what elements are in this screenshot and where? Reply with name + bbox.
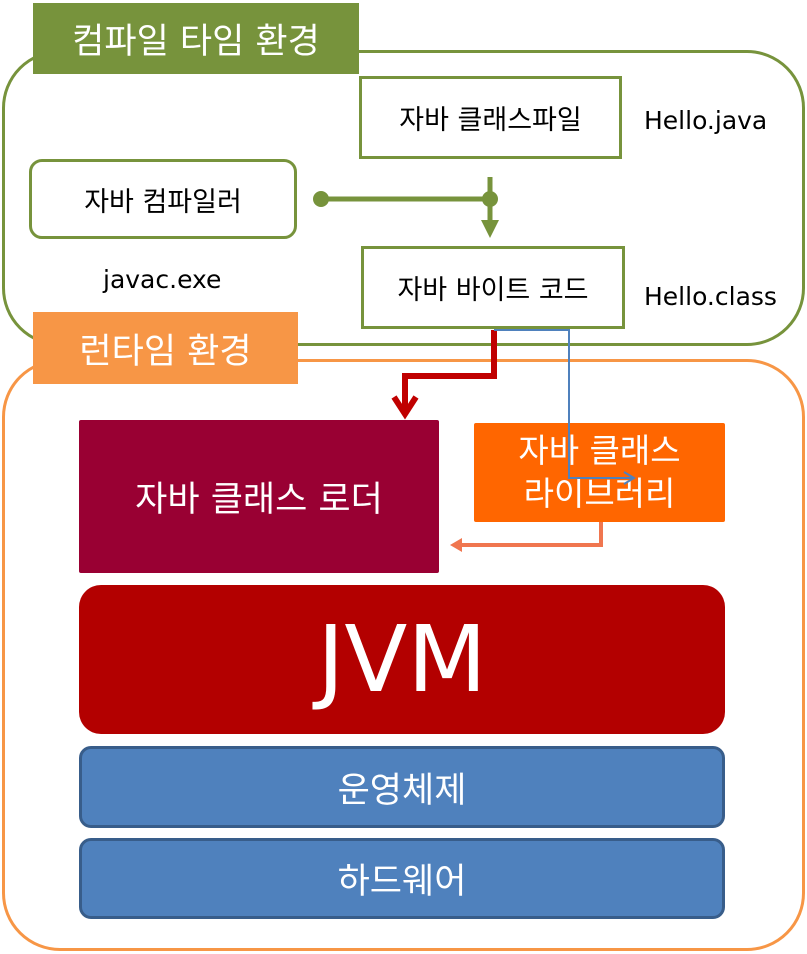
java-bytecode-box: 자바 바이트 코드	[361, 246, 625, 329]
java-compiler-box: 자바 컴파일러	[29, 159, 297, 239]
class-library-box: 자바 클래스 라이브러리	[474, 423, 725, 522]
bytecode-to-library-arrow	[494, 329, 632, 479]
runtime-region	[2, 359, 805, 951]
operating-system-box: 운영체제	[79, 746, 725, 828]
compile-time-region	[2, 50, 805, 346]
class-loader-box: 자바 클래스 로더	[79, 420, 439, 573]
java-source-file-box: 자바 클래스파일	[359, 76, 622, 159]
hello-java-caption: Hello.java	[644, 106, 768, 135]
library-to-loader-arrow-head	[450, 538, 462, 552]
jvm-box: JVM	[79, 585, 725, 734]
compile-down-arrow-head	[481, 220, 499, 238]
javac-exe-caption: javac.exe	[103, 265, 222, 294]
runtime-title: 런타임 환경	[33, 312, 298, 384]
library-to-loader-arrow	[460, 522, 603, 547]
hardware-box: 하드웨어	[79, 838, 725, 919]
hello-class-caption: Hello.class	[644, 282, 777, 311]
bytecode-to-library-arrow-head	[623, 471, 636, 485]
bytecode-to-loader-arrow	[402, 330, 497, 410]
compile-time-title: 컴파일 타임 환경	[33, 3, 359, 74]
class-library-line2: 라이브러리	[523, 473, 676, 513]
connector-dot-left	[313, 191, 329, 207]
bytecode-to-loader-arrow-head	[391, 395, 419, 420]
class-library-line1: 자바 클래스	[518, 430, 681, 470]
